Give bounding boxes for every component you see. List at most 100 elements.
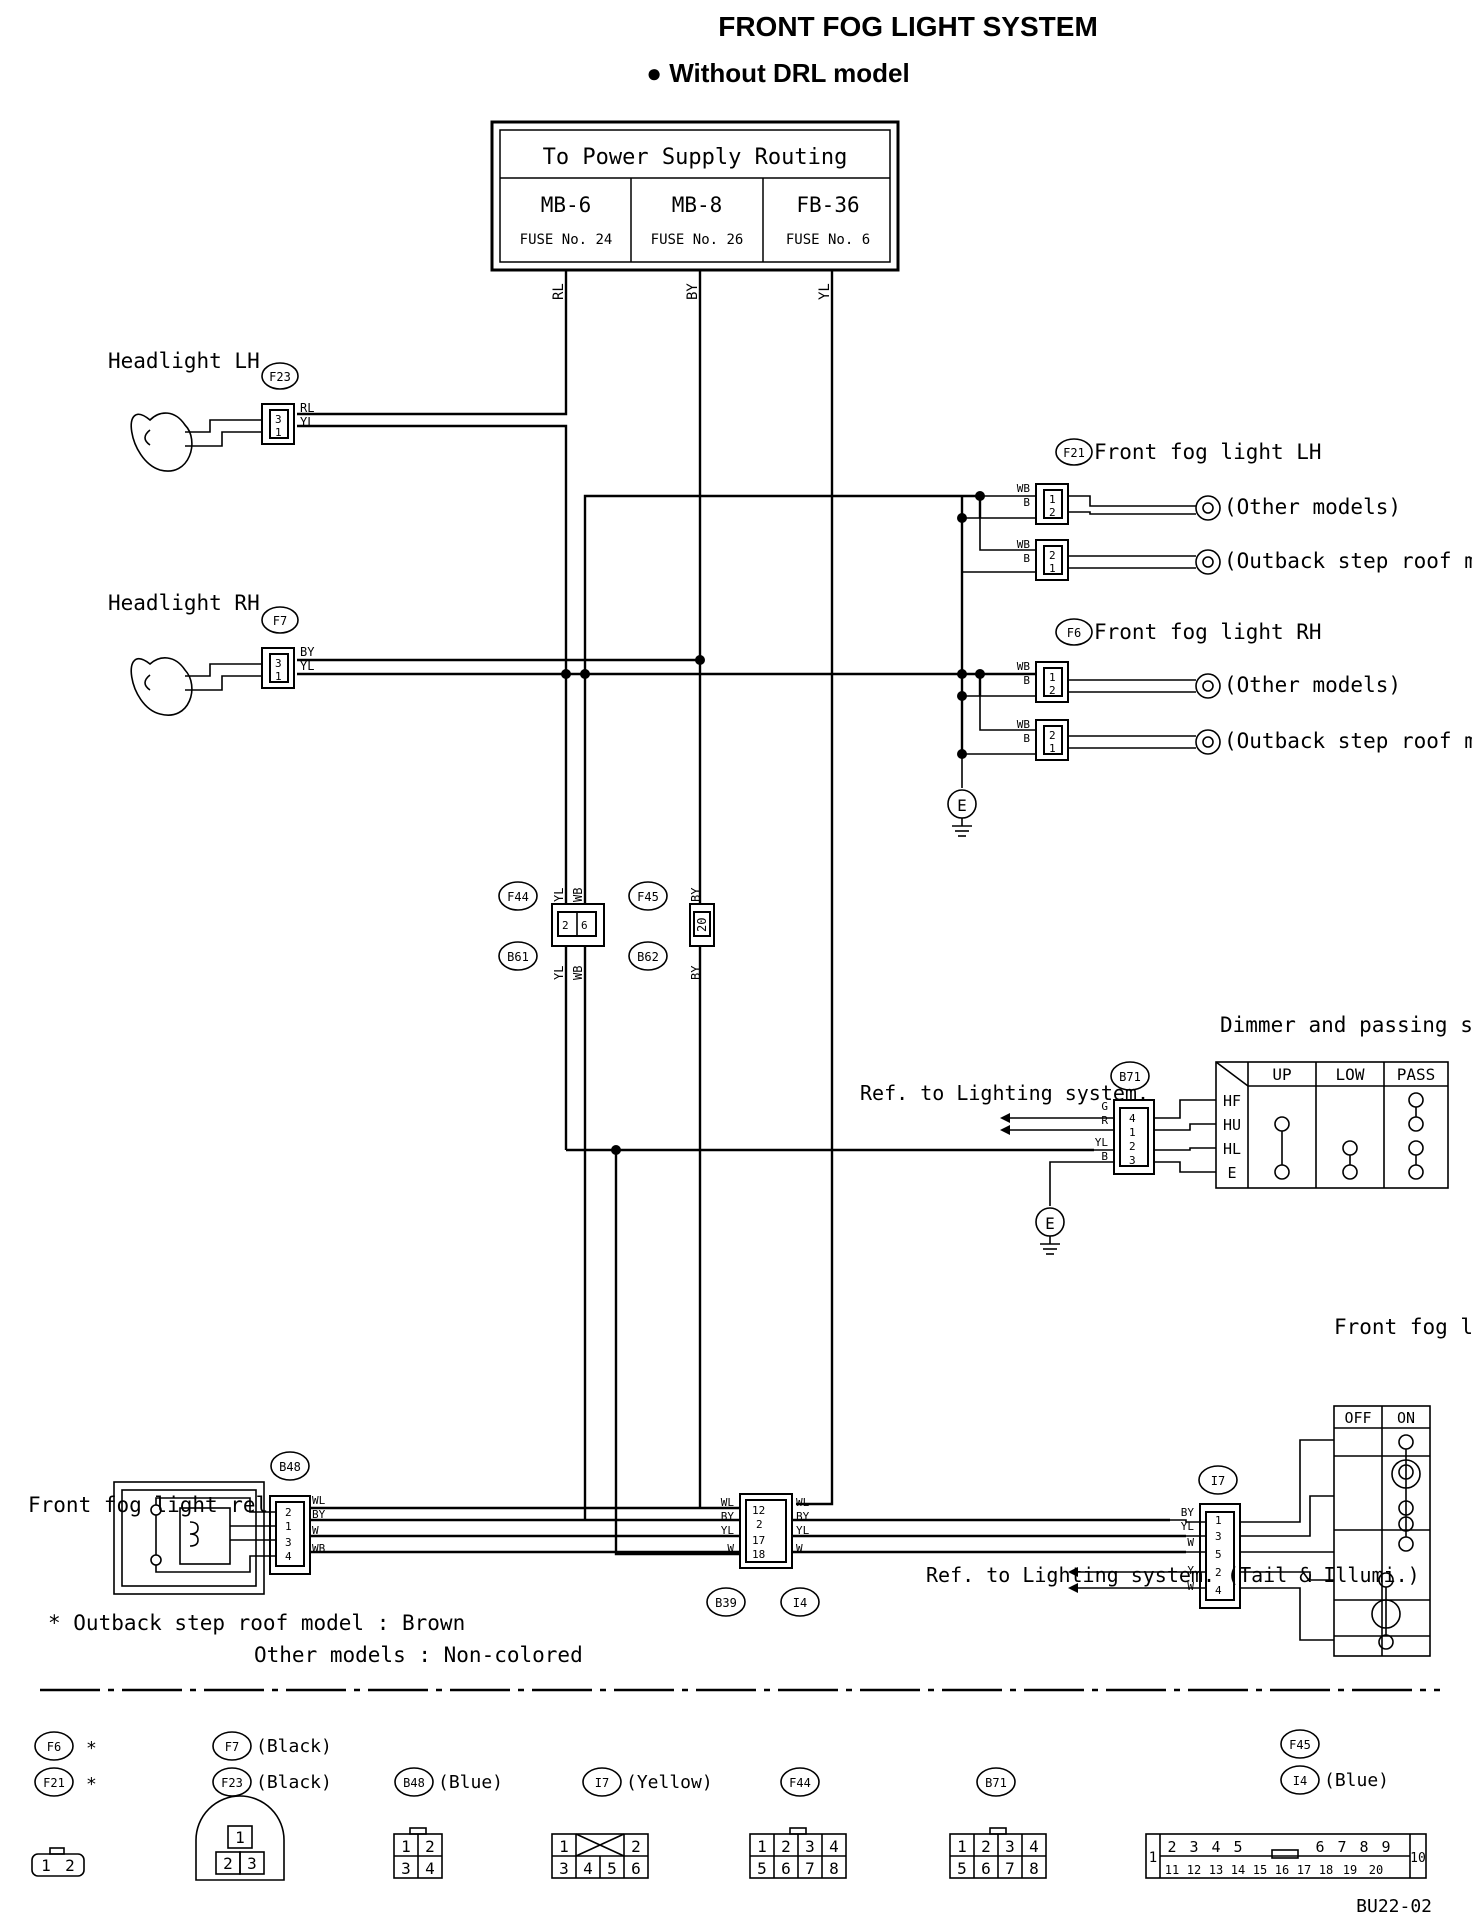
face-b71: 1 2 3 4 5 6 7 8: [949, 1827, 1047, 1879]
f21a-b: B: [1023, 496, 1030, 509]
face-pin: 3: [1189, 1838, 1198, 1856]
f7-connector-label: F7: [273, 614, 287, 628]
face-pin: 1: [559, 1837, 569, 1856]
i4-pin: 2: [756, 1518, 763, 1531]
connector-i4-b39: 12 2 17 18 WL BY YL W WL BY YL W B39 I4: [566, 1493, 1186, 1617]
ground-label: E: [1045, 1214, 1055, 1233]
legend-f6-star: *: [86, 1738, 97, 1759]
face-pin: 15: [1253, 1863, 1267, 1877]
f21b-b: B: [1023, 552, 1030, 565]
fog-light-lh: F21 Front fog light LH 1 2 WB B (Other m…: [962, 438, 1472, 581]
b48-pin: 3: [285, 1536, 292, 1549]
fog-lh-other-label: (Other models): [1224, 495, 1401, 519]
dimmer-row: HL: [1223, 1140, 1241, 1158]
note-line1: * Outback step roof model : Brown: [48, 1611, 465, 1635]
face-i7: 1 2 3 4 5 6: [551, 1833, 649, 1879]
b71-pin: 1: [1129, 1126, 1136, 1139]
legend-f45: F45: [1289, 1738, 1311, 1752]
diagram-subtitle: ● Without DRL model: [646, 58, 909, 88]
i7-label: I7: [1211, 1474, 1225, 1488]
face-pin: 1: [401, 1837, 411, 1856]
f6a-pin: 2: [1049, 684, 1056, 697]
i7-pin: 4: [1215, 1584, 1222, 1597]
legend-f23-color: (Black): [256, 1772, 332, 1793]
face-pin: 5: [957, 1859, 967, 1878]
f7-pin: 3: [275, 657, 282, 670]
f21b-pin: 2: [1049, 549, 1056, 562]
power-supply-box: To Power Supply Routing MB-6 FUSE No. 24…: [490, 120, 900, 272]
fog-light-switch: Front fog light switch I7 1 3 5 2 4 BY Y…: [926, 1315, 1472, 1657]
b39-by: BY: [721, 1510, 735, 1523]
b71-yl: YL: [1095, 1136, 1109, 1149]
f6b-pin: 2: [1049, 729, 1056, 742]
junction-dots: [561, 491, 985, 1155]
b61-label: B61: [507, 950, 529, 964]
power-cell-fuse: FUSE No. 26: [651, 232, 744, 248]
dimmer-row: HF: [1223, 1092, 1241, 1110]
b61-yl: YL: [552, 966, 566, 980]
legend-i7-color: (Yellow): [626, 1772, 713, 1793]
fog-lh-outback-label: (Outback step roof model): [1224, 549, 1472, 573]
connector-f45-b62: F45 B62 20 BY BY: [628, 881, 715, 980]
fog-switch-header: ON: [1397, 1409, 1415, 1427]
legend-f23: F23: [221, 1776, 243, 1790]
f23-yl-label: YL: [300, 415, 314, 429]
face-b48: 1 2 3 4: [393, 1827, 443, 1879]
face-pin: 7: [1337, 1838, 1346, 1856]
legend-f44: F44: [789, 1776, 811, 1790]
i7-pin: 3: [1215, 1530, 1222, 1543]
f44-label: F44: [507, 890, 529, 904]
face-pin: 4: [829, 1837, 839, 1856]
dimmer-row: E: [1227, 1164, 1236, 1182]
face-pin: 19: [1343, 1863, 1357, 1877]
ground-dimmer: E: [1035, 1174, 1065, 1255]
power-cell-fuse: FUSE No. 6: [786, 232, 870, 248]
b48-pin: 4: [285, 1550, 292, 1563]
f21a-wb: WB: [1017, 482, 1031, 495]
f23-rl-label: RL: [300, 401, 314, 415]
ref-lighting-label: Ref. to Lighting system.: [860, 1081, 1149, 1105]
f44-yl: YL: [552, 888, 566, 902]
b71-pin: 3: [1129, 1154, 1136, 1167]
fog-rh-label: Front fog light RH: [1094, 620, 1322, 644]
f45-pin: 20: [695, 918, 709, 932]
power-cell-fuse: FUSE No. 24: [520, 232, 613, 248]
face-pin: 2: [1167, 1838, 1176, 1856]
dimmer-label: Dimmer and passing switch: [1220, 1013, 1472, 1037]
face-pin: 4: [1211, 1838, 1220, 1856]
b62-label: B62: [637, 950, 659, 964]
i4-label: I4: [793, 1596, 807, 1610]
face-pin: 16: [1275, 1863, 1289, 1877]
f21a-pin: 1: [1049, 493, 1056, 506]
legend-f6: F6: [47, 1740, 61, 1754]
face-pin: 2: [425, 1837, 435, 1856]
legend-b71: B71: [985, 1776, 1007, 1790]
face-pin: 3: [247, 1854, 257, 1873]
power-cell-name: MB-6: [541, 193, 592, 217]
wire-label-by: BY: [685, 283, 701, 300]
legend-i4-color: (Blue): [1324, 1770, 1389, 1791]
legend-b48: B48: [403, 1776, 425, 1790]
face-pin: 3: [805, 1837, 815, 1856]
f21-connector-label: F21: [1063, 446, 1085, 460]
f21b-wb: WB: [1017, 538, 1031, 551]
headlight-rh: Headlight RH 3 1 BY YL F7: [108, 591, 315, 716]
face-pin: 6: [981, 1859, 991, 1878]
f45-label: F45: [637, 890, 659, 904]
i7-y: Y: [1187, 1564, 1194, 1577]
face-pin: 6: [781, 1859, 791, 1878]
headlight-rh-label: Headlight RH: [108, 591, 260, 615]
legend-f7-color: (Black): [256, 1736, 332, 1757]
diagram-code: BU22-02: [1356, 1896, 1432, 1917]
f21a-pin: 2: [1049, 506, 1056, 519]
face-pin: 5: [1233, 1838, 1242, 1856]
face-pin: 10: [1410, 1851, 1426, 1866]
f44-pin: 2: [562, 919, 569, 932]
face-pin: 5: [757, 1859, 767, 1878]
legend-f7: F7: [225, 1740, 239, 1754]
f6a-b: B: [1023, 674, 1030, 687]
face-pin: 8: [1359, 1838, 1368, 1856]
face-i4: 1 2 3 4 5 6 7 8 9 10 11 12 13 14 15 16 1…: [1145, 1833, 1427, 1879]
b39-yl: YL: [721, 1524, 735, 1537]
f6a-pin: 1: [1049, 671, 1056, 684]
